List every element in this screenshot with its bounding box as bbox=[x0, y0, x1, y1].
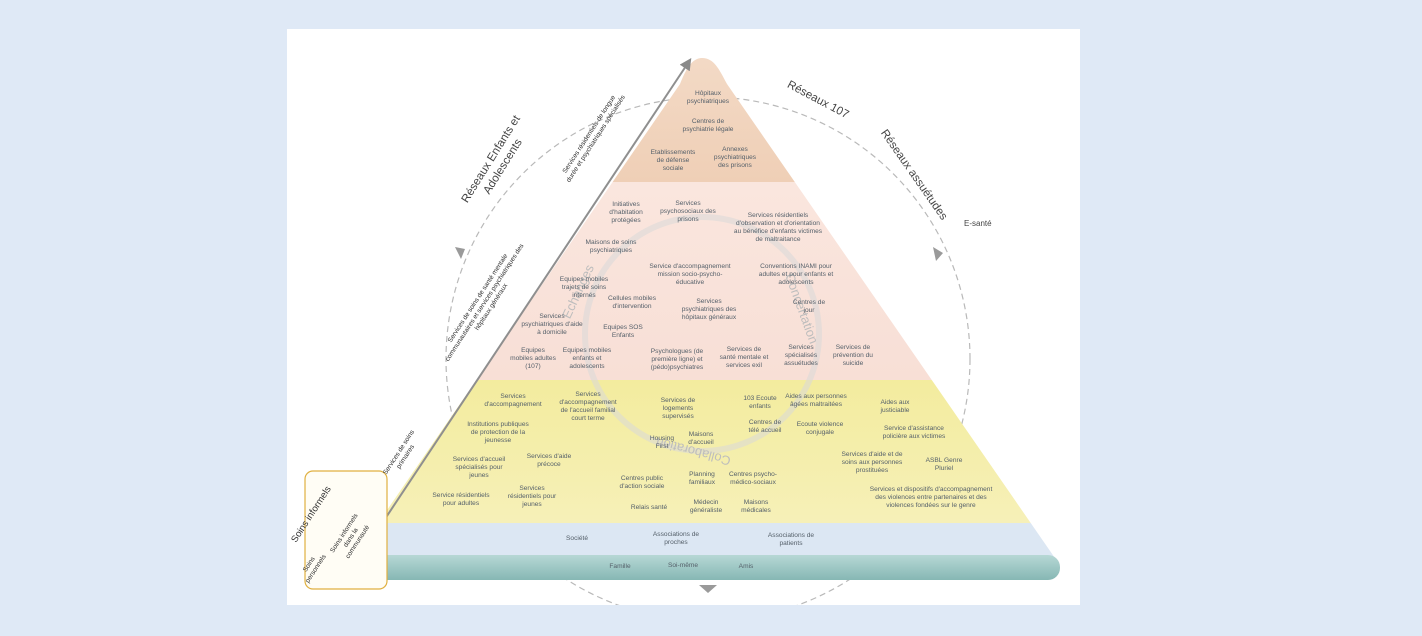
pyramid-graphic bbox=[304, 58, 1060, 605]
service-relais-sante: Relais santé bbox=[630, 504, 668, 511]
circle-arrow-bottom bbox=[699, 585, 717, 593]
service-violences-genre: Services et dispositifs d'accompagnement… bbox=[869, 486, 993, 509]
label-e-sante: E-santé bbox=[964, 219, 992, 228]
diagram-card: Réseaux Enfants et Adolescents Réseaux 1… bbox=[287, 29, 1080, 605]
tier-community bbox=[352, 523, 1057, 561]
collaboration-circle bbox=[582, 214, 822, 454]
circle-arrow-left bbox=[455, 247, 465, 259]
base-band bbox=[355, 555, 1060, 580]
community-societe: Société bbox=[566, 535, 588, 542]
pyramid-tiers bbox=[352, 58, 1057, 561]
base-famille: Famille bbox=[609, 563, 631, 570]
pyramid-edge-arrow bbox=[356, 58, 692, 562]
base-soi-meme: Soi-même bbox=[667, 562, 699, 569]
base-amis: Amis bbox=[738, 563, 754, 570]
service-psycho-medico-sociaux: Centres psycho-médico-sociaux bbox=[728, 471, 778, 486]
informal-care-box bbox=[304, 470, 388, 590]
circle-arrow-right bbox=[933, 247, 943, 261]
